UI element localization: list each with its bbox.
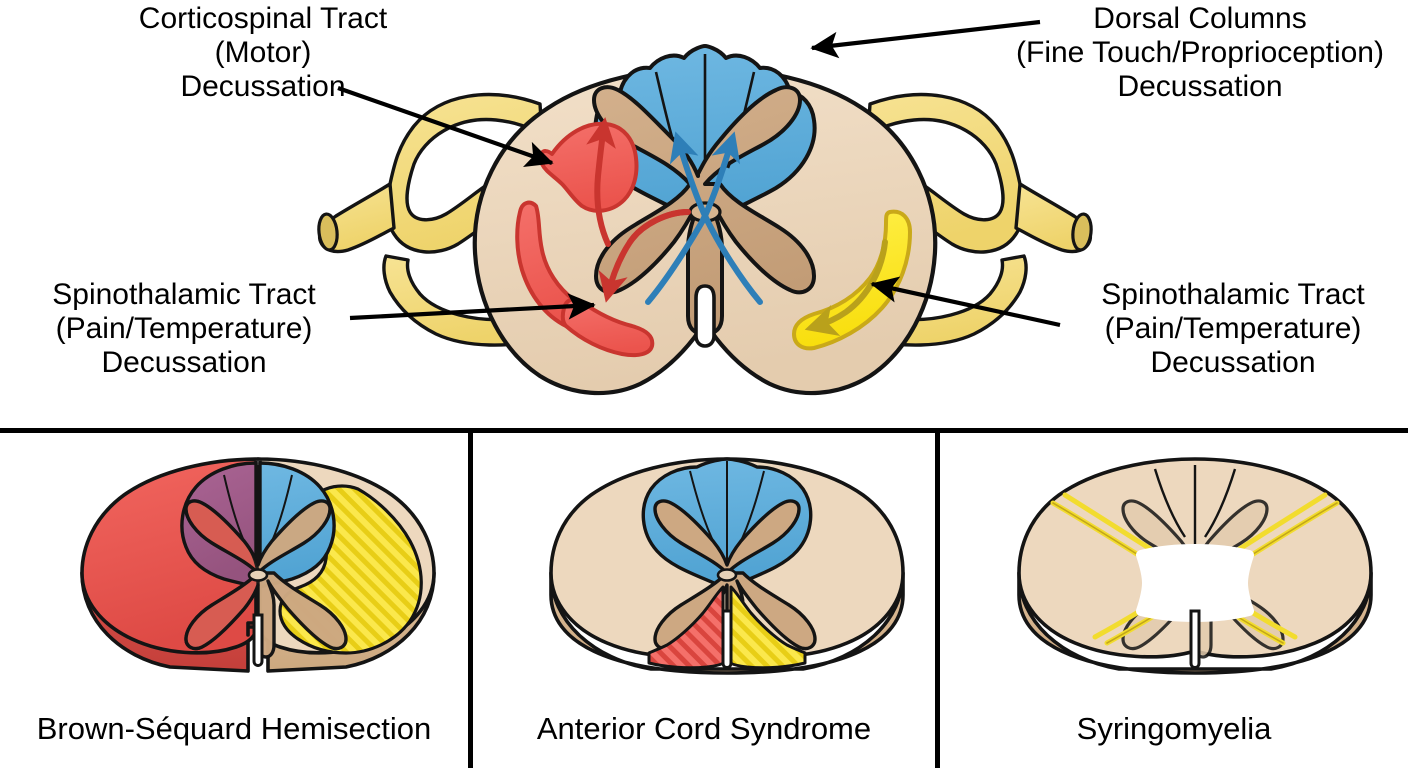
panel-brown-sequard-diagram <box>80 457 436 673</box>
anterior-fissure-panel2 <box>721 609 733 669</box>
label-spinothalamic-right: Spinothalamic Tract (Pain/Temperature) D… <box>1101 278 1365 380</box>
anterior-fissure-panel3 <box>1189 609 1201 669</box>
main-cord-diagram <box>317 44 1093 396</box>
anterior-fissure-panel1 <box>252 613 264 667</box>
nerve-cut-end-right <box>1071 212 1093 252</box>
label-spinothalamic-left: Spinothalamic Tract (Pain/Temperature) D… <box>52 278 316 380</box>
caption-anterior-cord: Anterior Cord Syndrome <box>536 711 872 746</box>
lesion-anterior-yellow <box>729 585 807 670</box>
anterior-median-fissure <box>694 284 716 348</box>
label-corticospinal-tract: Corticospinal Tract (Motor) Decussation <box>138 2 388 104</box>
central-canal-panel1 <box>247 568 269 582</box>
dorsal-column-lines-panel3 <box>1153 465 1237 549</box>
nerve-cut-end-left <box>317 212 339 252</box>
cord-rim-panel2 <box>549 571 905 675</box>
syrinx-cavity-edge <box>1141 549 1249 617</box>
panel-syringomyelia-diagram <box>1017 457 1373 675</box>
divider-horizontal <box>0 428 1408 433</box>
central-canal-panel2 <box>716 568 738 582</box>
caption-syringomyelia: Syringomyelia <box>1076 711 1272 746</box>
caption-brown-sequard: Brown-Séquard Hemisection <box>36 711 432 746</box>
cord-rim-panel3 <box>1017 571 1373 675</box>
divider-vertical-1 <box>468 433 473 768</box>
central-canal <box>688 201 722 223</box>
label-dorsal-columns: Dorsal Columns (Fine Touch/Proprioceptio… <box>1016 2 1384 104</box>
divider-vertical-2 <box>935 433 940 768</box>
panel-anterior-cord-diagram <box>549 457 905 675</box>
lesion-anterior-red <box>647 585 725 670</box>
